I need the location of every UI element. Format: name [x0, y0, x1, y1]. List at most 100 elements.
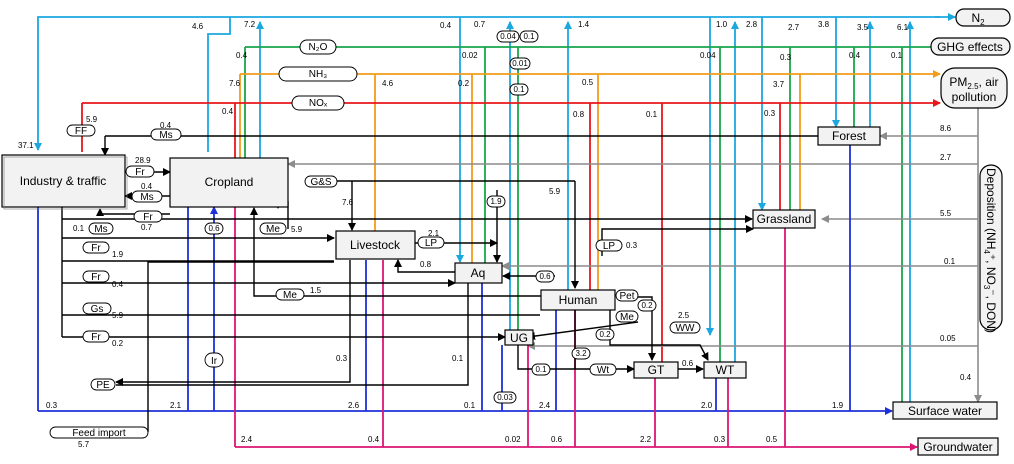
- node-groundwater-label: Groundwater: [923, 440, 992, 454]
- pill-lp-aq: LP: [425, 238, 438, 249]
- svg-text:2.0: 2.0: [701, 401, 713, 410]
- svg-text:8.6: 8.6: [940, 124, 952, 133]
- pill-0-04: 0.04: [500, 32, 516, 41]
- pill-0-01: 0.01: [512, 59, 528, 68]
- svg-text:PM2.5, air: PM2.5, air: [949, 75, 998, 91]
- pill-me-crop: Me: [266, 224, 280, 235]
- svg-text:0.7: 0.7: [141, 223, 153, 232]
- svg-text:0.8: 0.8: [573, 110, 585, 119]
- svg-text:0.3: 0.3: [626, 241, 638, 250]
- svg-text:0.3: 0.3: [46, 401, 58, 410]
- gas-pill-n2o: N₂O: [299, 39, 337, 55]
- svg-text:2.7: 2.7: [788, 23, 800, 32]
- svg-text:0.5: 0.5: [766, 435, 778, 444]
- svg-text:1.5: 1.5: [310, 286, 322, 295]
- svg-text:0.4: 0.4: [141, 182, 153, 191]
- node-grassland-label: Grassland: [757, 212, 812, 226]
- node-surface-water-label: Surface water: [908, 404, 982, 418]
- node-forest: Forest: [817, 126, 881, 146]
- svg-text:0.2: 0.2: [458, 79, 470, 88]
- n2o-flows: [244, 43, 941, 402]
- svg-text:N₂O: N₂O: [309, 42, 328, 53]
- svg-text:0.02: 0.02: [462, 51, 478, 60]
- node-deposition: Deposition (NH4⁺, NO3⁻, DON): [979, 164, 1003, 333]
- svg-text:2.5: 2.5: [678, 311, 690, 320]
- node-human-label: Human: [559, 293, 598, 307]
- svg-text:2.8: 2.8: [746, 20, 758, 29]
- svg-text:NOₓ: NOₓ: [309, 98, 328, 109]
- svg-text:0.6: 0.6: [551, 435, 563, 444]
- svg-text:3.7: 3.7: [773, 80, 785, 89]
- svg-text:0.3: 0.3: [764, 109, 776, 118]
- svg-text:7.6: 7.6: [342, 198, 354, 207]
- svg-text:2.1: 2.1: [428, 229, 440, 238]
- internal-flows: [61, 135, 818, 432]
- pill-ms-top: Ms: [159, 130, 172, 141]
- node-cropland: Cropland: [169, 157, 289, 208]
- svg-text:1.4: 1.4: [578, 20, 590, 29]
- pill-fr-b: Fr: [91, 272, 101, 283]
- svg-text:NH₃: NH₃: [309, 69, 328, 80]
- pill-ff: FF: [75, 126, 87, 137]
- node-forest-label: Forest: [832, 129, 867, 143]
- svg-text:0.3: 0.3: [336, 354, 348, 363]
- svg-text:0.04: 0.04: [700, 51, 716, 60]
- svg-text:3.5: 3.5: [857, 23, 869, 32]
- node-cropland-label: Cropland: [205, 175, 254, 189]
- n2-flows: [34, 13, 956, 402]
- gas-pill-nh3: NH₃: [278, 66, 358, 82]
- node-livestock: Livestock: [335, 230, 416, 260]
- svg-text:5.7: 5.7: [78, 440, 90, 449]
- node-aq: Aq: [454, 262, 503, 284]
- pill-0-6b: 0.6: [539, 272, 551, 281]
- node-ghg: GHG effects: [930, 37, 1011, 56]
- node-n2-label: N: [971, 11, 980, 25]
- node-n2: N2: [955, 8, 1011, 27]
- node-pm: PM2.5, air pollution: [940, 67, 1008, 109]
- svg-text:0.4: 0.4: [960, 373, 972, 382]
- flow-values: 37.1 5.9 0.4 28.9 0.4 0.7 0.1 1.9 0.4 5.…: [18, 20, 972, 449]
- svg-text:28.9: 28.9: [135, 156, 151, 165]
- node-livestock-label: Livestock: [350, 238, 401, 252]
- pill-0-1a: 0.1: [523, 32, 535, 41]
- node-human: Human: [540, 289, 616, 311]
- svg-text:0.1: 0.1: [891, 51, 903, 60]
- pill-ww: WW: [676, 323, 695, 334]
- pill-0-6a: 0.6: [208, 224, 220, 233]
- svg-text:0.02: 0.02: [505, 435, 521, 444]
- surface-water-flows: [37, 145, 893, 415]
- pill-pe: PE: [96, 380, 110, 391]
- flow-pills: [49, 30, 701, 439]
- svg-text:2.2: 2.2: [640, 435, 652, 444]
- pill-0-1c: 0.1: [535, 365, 547, 374]
- pill-0-03: 0.03: [497, 393, 513, 402]
- svg-text:0.3: 0.3: [714, 435, 726, 444]
- svg-text:7.2: 7.2: [244, 20, 256, 29]
- flow-pill-labels: FF Ms Fr Ms Ms Fr Fr Fr Gs Fr PE Feed im…: [72, 32, 695, 439]
- svg-text:2.7: 2.7: [940, 153, 952, 162]
- pill-fr-top: Fr: [135, 167, 145, 178]
- svg-text:0.5: 0.5: [582, 78, 594, 87]
- svg-text:1.0: 1.0: [716, 20, 728, 29]
- node-ug: UG: [504, 329, 534, 346]
- svg-text:4.6: 4.6: [192, 22, 204, 31]
- node-grassland: Grassland: [752, 209, 816, 229]
- pill-fr-a: Fr: [91, 243, 101, 254]
- svg-text:4.6: 4.6: [382, 79, 394, 88]
- svg-text:37.1: 37.1: [18, 141, 34, 150]
- svg-text:0.05: 0.05: [940, 334, 956, 343]
- node-deposition-label: Deposition (NH: [984, 168, 998, 249]
- deposition-flows: [287, 95, 982, 403]
- svg-text:0.4: 0.4: [440, 21, 452, 30]
- pill-gs-and-s: G&S: [310, 177, 331, 188]
- svg-text:0.4: 0.4: [112, 280, 124, 289]
- node-aq-label: Aq: [471, 266, 486, 280]
- pill-0-2a: 0.2: [599, 330, 611, 339]
- svg-text:2.1: 2.1: [170, 401, 182, 410]
- svg-text:2.4: 2.4: [241, 435, 253, 444]
- pill-pet: Pet: [619, 291, 634, 302]
- svg-text:0.4: 0.4: [222, 107, 234, 116]
- svg-text:1.9: 1.9: [112, 250, 124, 259]
- node-ug-label: UG: [510, 331, 528, 345]
